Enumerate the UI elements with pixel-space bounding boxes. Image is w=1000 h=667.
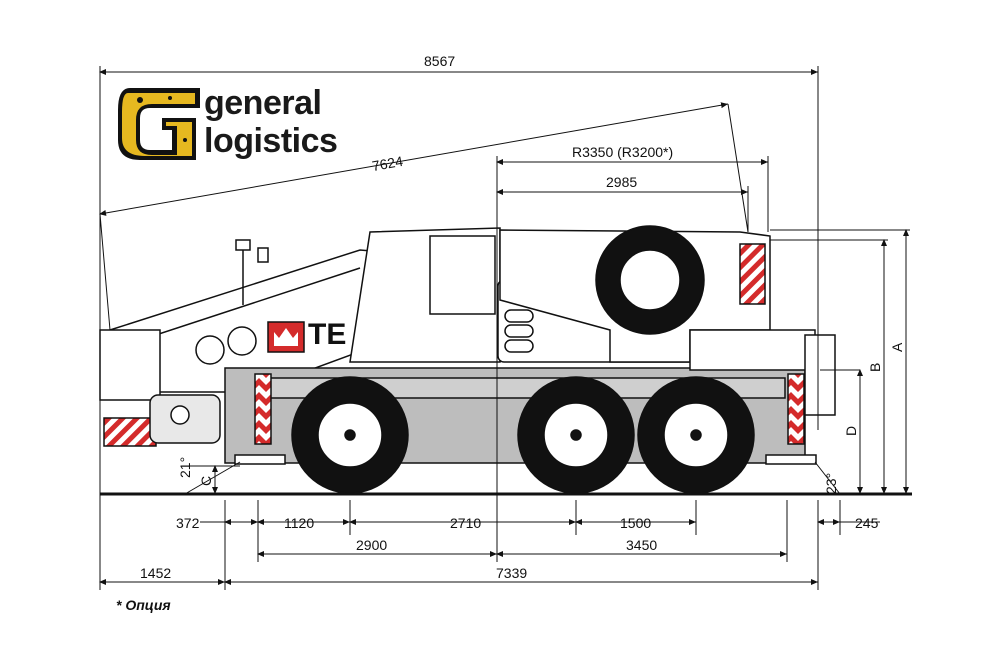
height-label-c: C [198, 476, 214, 486]
height-label-d: D [843, 426, 859, 436]
footnote-option: * Опция [116, 597, 171, 613]
wheel-axle-2 [517, 376, 635, 494]
dim-boom-length: 7624 [371, 153, 405, 174]
front-outrigger-marker [254, 373, 272, 445]
boom-head [99, 329, 161, 401]
dim-front-to-axle1: 1120 [284, 515, 314, 531]
dim-rear-overhang: 245 [855, 515, 879, 531]
general-logistics-logo: general logistics [118, 84, 338, 160]
rear-warning-panel [739, 243, 766, 305]
dim-outrigger-rear: 3450 [626, 537, 657, 553]
dim-outrigger-front: 2900 [356, 537, 387, 553]
wheel-axle-3 [637, 376, 755, 494]
front-warning-panel [103, 417, 157, 447]
approach-angle: 21° [177, 457, 193, 478]
dim-axle2-to-axle3: 1500 [620, 515, 651, 531]
dim-tail-to-axle: 2985 [606, 174, 637, 190]
dim-overall-length: 8567 [424, 53, 455, 69]
wheel-axle-1 [291, 376, 409, 494]
dim-boom-overhang: 1452 [140, 565, 171, 581]
rear-outrigger-marker [787, 373, 805, 445]
departure-angle: 23° [823, 473, 839, 494]
dim-chassis-length: 7339 [496, 565, 527, 581]
height-label-a: A [889, 342, 905, 352]
logo-line2: logistics [204, 122, 337, 160]
dim-front-overhang: 372 [176, 515, 200, 531]
logo-g-icon [118, 88, 200, 160]
logo-line1: general [204, 84, 321, 122]
crane-brand-text: TE [308, 318, 346, 351]
dim-tail-radius: R3350 (R3200*) [572, 144, 673, 160]
dimension-lines [99, 66, 910, 590]
height-label-b: B [867, 363, 883, 372]
dim-axle1-to-axle2: 2710 [450, 515, 481, 531]
crane-illustration [99, 225, 836, 494]
